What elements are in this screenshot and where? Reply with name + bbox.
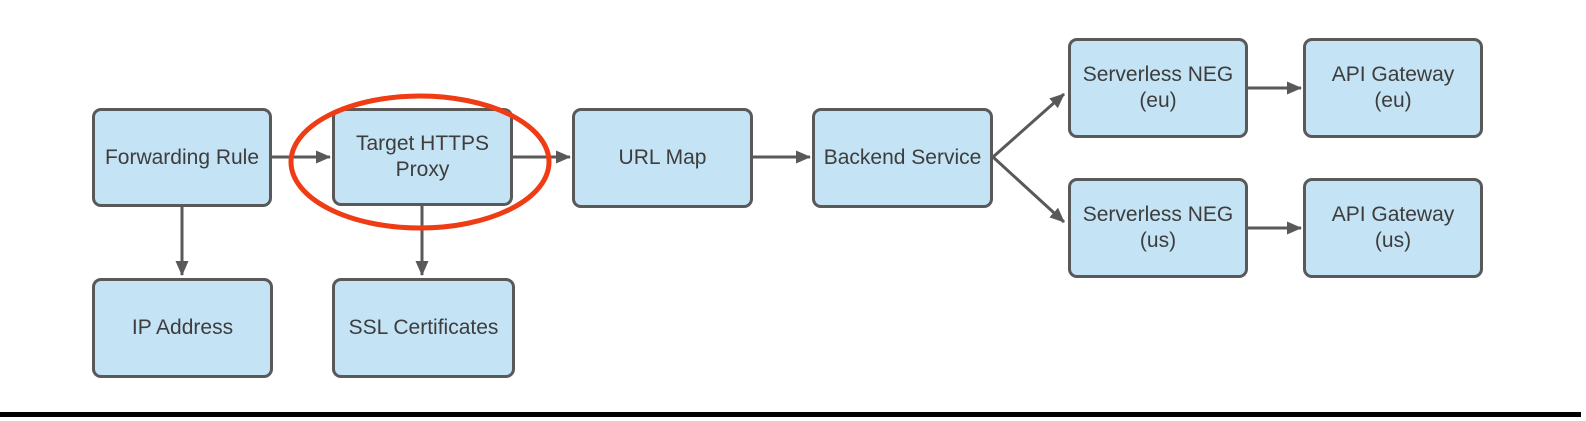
- node-target-https-proxy: Target HTTPS Proxy: [332, 108, 513, 206]
- node-serverless-neg-eu: Serverless NEG (eu): [1068, 38, 1248, 138]
- edge-backend-service-to-serverless-neg-eu: [992, 92, 1065, 159]
- node-ssl-certificates: SSL Certificates: [332, 278, 515, 378]
- node-serverless-neg-us: Serverless NEG (us): [1068, 178, 1248, 278]
- node-backend-service: Backend Service: [812, 108, 993, 208]
- bottom-rule: [0, 412, 1581, 417]
- node-ip-address: IP Address: [92, 278, 273, 378]
- edge-backend-service-to-serverless-neg-us: [991, 155, 1066, 224]
- node-forwarding-rule: Forwarding Rule: [92, 108, 272, 207]
- node-api-gateway-us: API Gateway (us): [1303, 178, 1483, 278]
- node-api-gateway-eu: API Gateway (eu): [1303, 38, 1483, 138]
- node-url-map: URL Map: [572, 108, 753, 208]
